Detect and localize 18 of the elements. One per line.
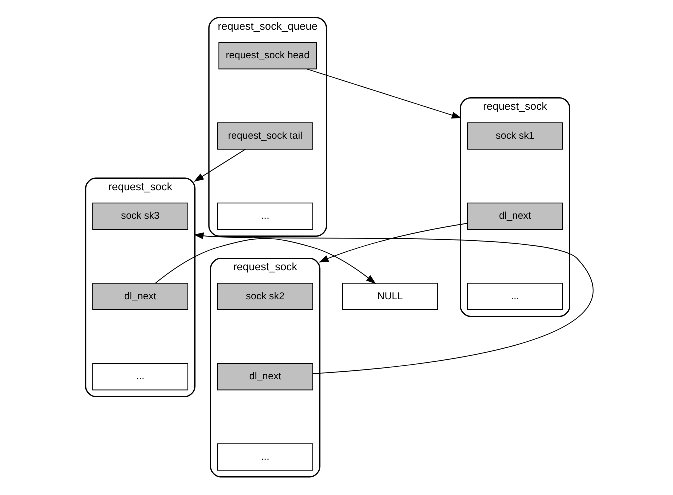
node-box: ... [217,444,314,471]
node-box: NULL [342,283,438,310]
node-box: dl_next [217,363,314,391]
node-box: dl_next [92,283,188,310]
arrow [194,149,246,182]
node-box: ... [92,363,188,391]
arrow [318,223,468,263]
node-box: sock sk1 [467,122,564,150]
arrow [155,238,376,284]
node-box: request_sock head [218,42,318,70]
node-box: sock sk3 [92,202,188,230]
node-box: ... [467,283,564,310]
node-box: dl_next [467,202,564,230]
node-box: request_sock tail [217,122,314,150]
arrow [194,232,594,374]
node-box: ... [217,202,314,230]
arrow [306,68,462,119]
node-box: sock sk2 [217,283,314,310]
